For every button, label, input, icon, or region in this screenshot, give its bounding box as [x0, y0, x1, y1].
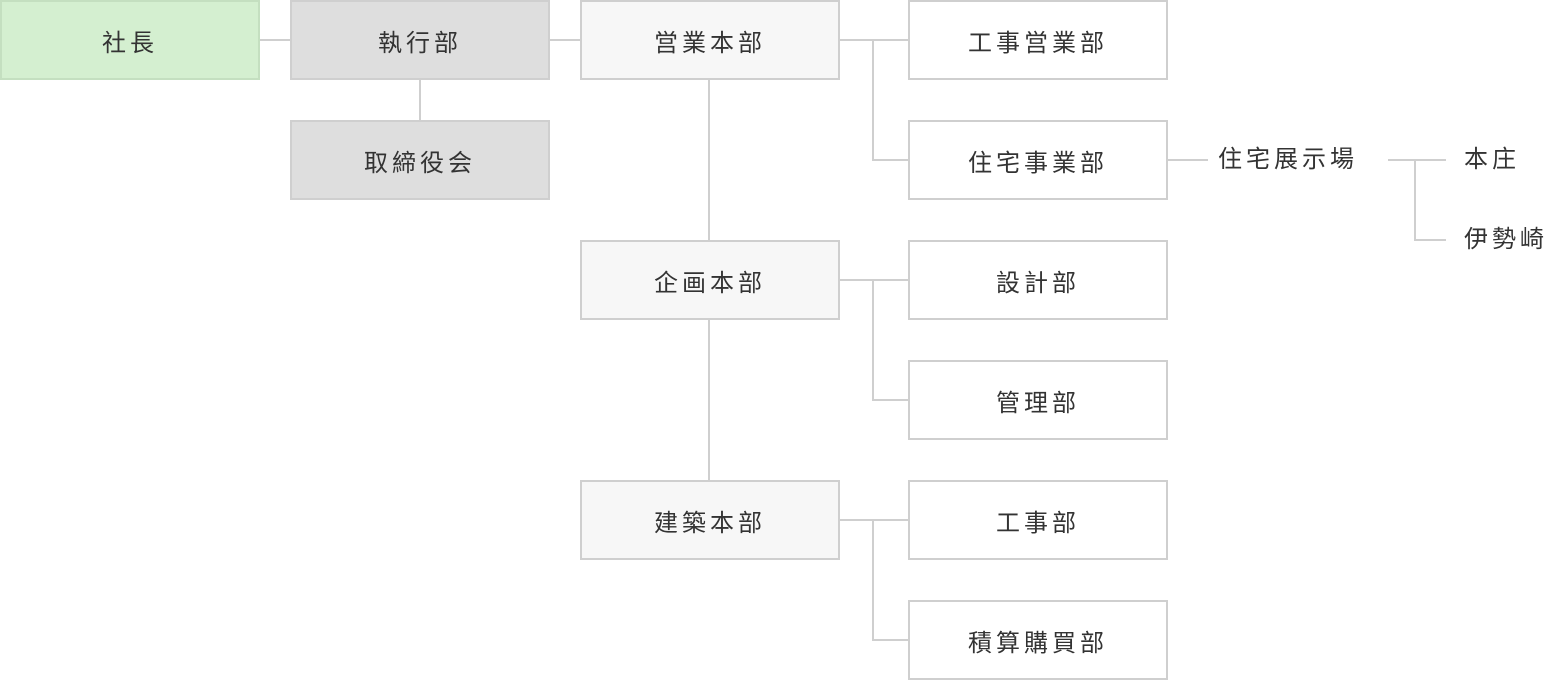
showroom-label: 住宅展示場: [1218, 145, 1358, 173]
sales-hq-box: 営業本部: [580, 0, 840, 80]
connector-construction-vertical: [872, 519, 874, 641]
connector-executive-sales: [550, 39, 580, 41]
connector-president-executive: [260, 39, 290, 41]
planning-hq-box: 企画本部: [580, 240, 840, 320]
construction-hq-label: 建築本部: [654, 508, 766, 537]
connector-construction-branch: [840, 519, 908, 521]
management-dept-label: 管理部: [996, 388, 1080, 417]
connector-sales-vertical: [872, 39, 874, 161]
connector-housing-showroom: [1168, 159, 1208, 161]
board-label: 取締役会: [364, 148, 476, 177]
connector-sales-branch: [840, 39, 908, 41]
housing-dept-label: 住宅事業部: [968, 148, 1108, 177]
connector-planning-branch: [840, 279, 908, 281]
connector-sales-housing: [872, 159, 908, 161]
connector-showroom-branch: [1388, 159, 1446, 161]
design-dept-label: 設計部: [996, 268, 1080, 297]
connector-planning-vertical: [872, 279, 874, 401]
estimating-purchasing-dept-box: 積算購買部: [908, 600, 1168, 680]
works-dept-box: 工事部: [908, 480, 1168, 560]
connector-showroom-vertical: [1414, 159, 1416, 241]
board-box: 取締役会: [290, 120, 550, 200]
works-dept-label: 工事部: [996, 508, 1080, 537]
president-box: 社長: [0, 0, 260, 80]
connector-showroom-isesaki: [1414, 239, 1446, 241]
construction-sales-dept-label: 工事営業部: [968, 28, 1108, 57]
showroom-location-isesaki: 伊勢崎: [1464, 225, 1548, 253]
executive-label: 執行部: [378, 28, 462, 57]
connector-construction-estimating: [872, 639, 908, 641]
sales-hq-label: 営業本部: [654, 28, 766, 57]
estimating-purchasing-dept-label: 積算購買部: [968, 628, 1108, 657]
connector-planning-management: [872, 399, 908, 401]
management-dept-box: 管理部: [908, 360, 1168, 440]
construction-hq-box: 建築本部: [580, 480, 840, 560]
executive-box: 執行部: [290, 0, 550, 80]
president-label: 社長: [102, 28, 158, 57]
showroom-location-honjo: 本庄: [1464, 145, 1520, 173]
planning-hq-label: 企画本部: [654, 268, 766, 297]
connector-executive-board: [419, 80, 421, 120]
construction-sales-dept-box: 工事営業部: [908, 0, 1168, 80]
design-dept-box: 設計部: [908, 240, 1168, 320]
housing-dept-box: 住宅事業部: [908, 120, 1168, 200]
